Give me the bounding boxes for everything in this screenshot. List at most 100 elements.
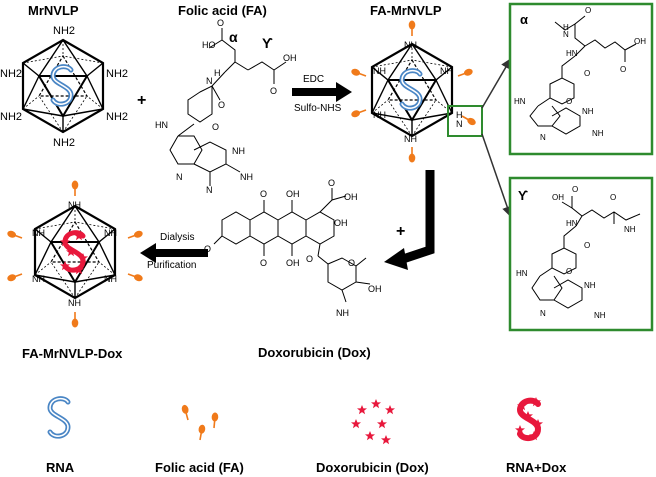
fa-gamma-symbol: ϒ	[262, 35, 273, 51]
fa-mrnvlp-nh-labels: NH NH NH NH NH H N	[373, 40, 463, 144]
dox-nh-bottom: NH	[68, 298, 81, 308]
gamma-atom-o3: O	[584, 241, 590, 250]
dox-nh-top: NH	[68, 200, 81, 210]
mrnvlp-amine-labels: NH2 NH2 NH2 NH2 NH2 NH2	[0, 25, 128, 149]
legend-rna-dox-label: RNA+Dox	[506, 460, 567, 475]
gamma-atom-hn2: HN	[516, 269, 528, 278]
folic-acid-structure	[169, 28, 287, 186]
folic-acid-atoms: HO O OH O H N O HN O NH N N NH	[155, 18, 297, 195]
gamma-conjugate-box	[508, 176, 654, 332]
title-doxorubicin: Doxorubicin (Dox)	[258, 345, 371, 360]
alpha-atom-hn2: HN	[514, 97, 526, 106]
alpha-atom-nh: NH	[582, 107, 594, 116]
title-mrnvlp: MrNVLP	[28, 3, 79, 18]
alpha-atom-o3: O	[584, 69, 590, 78]
amine-label-upper-right: NH2	[106, 68, 128, 80]
gamma-atom-nh2: NH	[584, 281, 596, 290]
arrow-edc-coupling	[292, 82, 352, 102]
fa-atom-o2: O	[270, 86, 277, 96]
nh-label-ur: NH	[440, 66, 453, 76]
h-label-lr: H	[456, 110, 463, 120]
mrnvlp-particle	[21, 38, 105, 134]
title-fa-mrnvlp: FA-MrNVLP	[370, 3, 442, 18]
dox-nh-ur: NH	[104, 228, 117, 238]
reagent-edc: EDC	[303, 74, 324, 85]
zoom-arrow-alpha	[481, 58, 512, 109]
legend-folic-acid-icon	[180, 403, 220, 442]
gamma-atom-nh: NH	[624, 225, 636, 234]
dox-nh-lr: NH	[104, 274, 117, 284]
dox-atoms: O OH O OH OH O OH O O O OH NH	[204, 178, 382, 318]
dox-nh-ll: NH	[32, 274, 45, 284]
legend-rna-icon	[50, 399, 68, 437]
fa-mrnvlp-particle	[370, 42, 454, 138]
arrow-bent-head	[384, 248, 408, 270]
zoom-box-amide	[447, 105, 483, 137]
fa-atom-o1: O	[217, 18, 224, 28]
dox-atom-o2: O	[328, 178, 335, 188]
fa-atom-o4: O	[212, 122, 219, 132]
fa-atom-nh2: NH	[240, 172, 253, 182]
reagent-sulfo-nhs: Sulfo-NHS	[294, 103, 342, 114]
alpha-atom-hn: HN	[566, 49, 578, 58]
gamma-atom-o4: O	[566, 267, 572, 276]
legend-doxorubicin-icon	[351, 399, 395, 445]
gamma-atom-hn: HN	[566, 219, 578, 228]
alpha-atom-h: H	[563, 23, 569, 32]
nh-label-ll: NH	[373, 110, 386, 120]
amine-label-upper-left: NH2	[0, 68, 22, 80]
legend: RNA Folic acid (FA) Doxorubicin (Dox)	[46, 397, 567, 475]
alpha-structure	[529, 15, 637, 135]
amine-label-lower-right: NH2	[106, 111, 128, 123]
dox-atom-oh2: OH	[344, 192, 358, 202]
alpha-atom-n: N	[563, 30, 569, 39]
nh-label-top: NH	[404, 40, 417, 50]
fa-atom-oh: OH	[283, 53, 297, 63]
plus-sign-2: +	[396, 223, 405, 240]
nh-label-ul: NH	[373, 66, 386, 76]
fa-atom-o3: O	[218, 100, 225, 110]
alpha-atom-oh: OH	[634, 37, 646, 46]
doxorubicin-structure	[213, 188, 371, 303]
dox-nh-ul: NH	[32, 228, 45, 238]
gamma-structure	[531, 196, 641, 309]
legend-folic-acid-label: Folic acid (FA)	[155, 460, 244, 475]
fa-mrnvlp-dox-particle	[33, 204, 117, 300]
amine-label-bottom: NH2	[53, 137, 75, 149]
legend-rna-label: RNA	[46, 460, 75, 475]
legend-doxorubicin-label: Doxorubicin (Dox)	[316, 460, 429, 475]
alpha-atom-o: O	[585, 6, 591, 15]
zoom-arrow-gamma	[481, 133, 513, 217]
fa-atom-n: N	[206, 76, 213, 86]
alpha-box-label: α	[520, 12, 528, 27]
dox-atom-o3: O	[260, 258, 267, 268]
alpha-atom-nh2: NH	[592, 129, 604, 138]
title-fa-mrnvlp-dox: FA-MrNVLP-Dox	[22, 346, 123, 361]
dox-atom-oh3: OH	[334, 218, 348, 228]
nh-label-bottom: NH	[404, 134, 417, 144]
step-dialysis: Dialysis	[160, 232, 194, 243]
alpha-atom-o4: O	[566, 97, 572, 106]
dox-atom-nh2: NH	[336, 308, 349, 318]
plus-sign-1: +	[137, 92, 146, 109]
alpha-atoms: N H O HN O OH O HN O NH NH N	[514, 6, 646, 142]
fa-alpha-symbol: α	[229, 29, 238, 45]
amine-label-top: NH2	[53, 25, 75, 37]
gamma-atom-o2: O	[610, 193, 616, 202]
fa-atom-n3: N	[206, 185, 213, 195]
title-folic-acid: Folic acid (FA)	[178, 3, 267, 18]
alpha-atom-o2: O	[620, 65, 626, 74]
dox-atom-o5: O	[306, 254, 313, 264]
alpha-atom-n2: N	[540, 133, 546, 142]
amine-label-lower-left: NH2	[0, 111, 22, 123]
arrow-dialysis	[140, 243, 208, 263]
gamma-atoms: OH O HN NH O O HN O NH NH N	[516, 185, 636, 320]
dox-atom-o1: O	[260, 189, 267, 199]
gamma-atom-o: O	[572, 185, 578, 194]
fa-atom-nh: NH	[232, 146, 245, 156]
alpha-conjugate-box	[508, 2, 654, 156]
arrow-bent-to-dox	[398, 170, 435, 265]
fa-atom-h: H	[214, 68, 221, 78]
